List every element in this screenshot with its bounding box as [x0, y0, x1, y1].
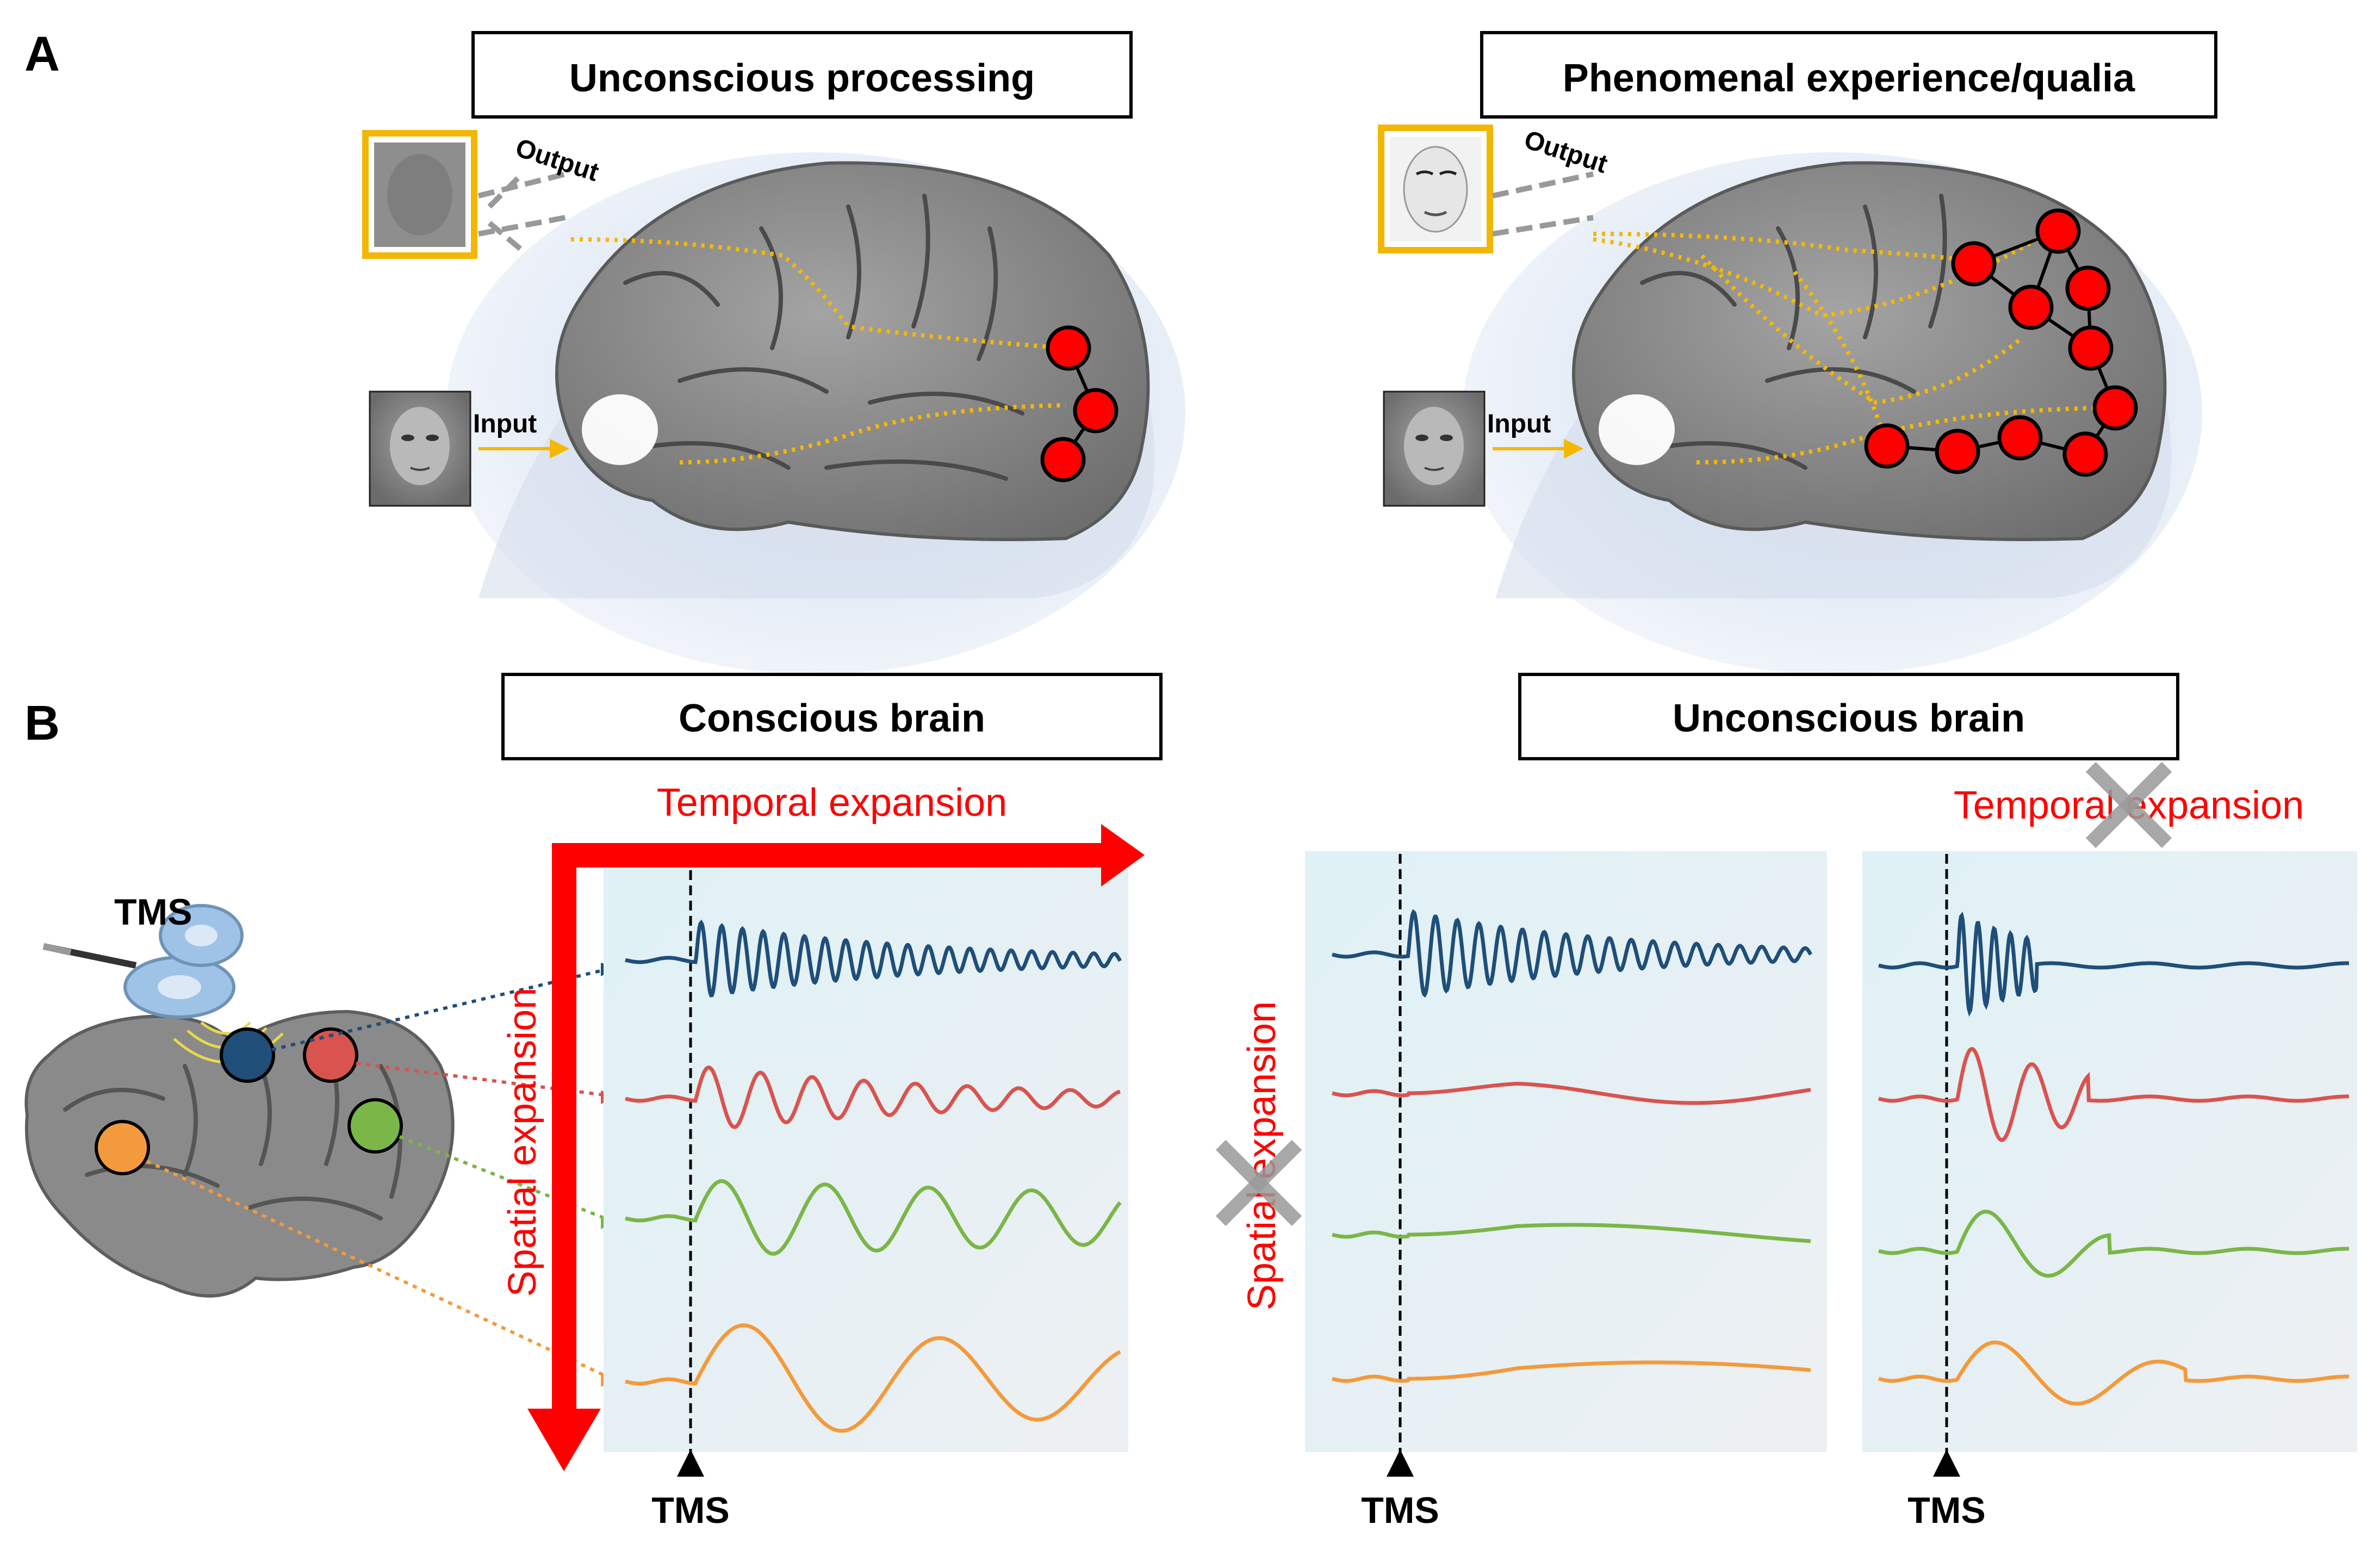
unconscious-title-box: Unconscious brain [1518, 673, 2179, 760]
unconscious2-trace-blue [1878, 912, 2349, 1017]
unconscious2-trace-orange [1878, 1340, 2349, 1406]
left-node-1 [1046, 325, 1091, 371]
right-input-label: Input [1487, 410, 1551, 438]
left-output-label: Output [512, 133, 602, 187]
unconscious1-trace-green [1332, 1223, 1811, 1243]
left-input-label: Input [473, 410, 537, 438]
left-node-3 [1040, 437, 1086, 482]
small-brain-icon [24, 1009, 455, 1298]
right-output-arrow: Output [1492, 125, 1611, 237]
conscious-title-box: Conscious brain [501, 673, 1163, 760]
right-output-label: Output [1521, 125, 1611, 179]
conscious-trace-red [625, 1065, 1121, 1129]
right-node-1 [1951, 241, 1997, 287]
right-node-5 [2068, 325, 2114, 371]
conscious-trace-blue [625, 919, 1122, 997]
unconscious-title: Unconscious brain [1673, 697, 2025, 740]
tms-brain-illustration: TMS [24, 891, 617, 1387]
panel-letter-b: B [24, 696, 60, 751]
right-node-4 [2008, 284, 2054, 330]
right-node-10 [1864, 423, 1910, 469]
spatial-cross-icon [1215, 1139, 1302, 1226]
unconscious1-trace-red [1332, 1082, 1811, 1105]
left-title: Unconscious processing [569, 57, 1035, 100]
node-blue [220, 1027, 275, 1083]
left-input-arrow: Input [473, 410, 570, 458]
tms-label: TMS [114, 891, 192, 933]
conscious-title: Conscious brain [679, 697, 985, 740]
unconscious1-trace-blue [1332, 909, 1813, 998]
left-input-face [369, 391, 471, 507]
spatial-label: Spatial expansion [501, 988, 544, 1297]
unconscious2-tms-axis-label: TMS [1907, 1490, 1986, 1531]
unconscious2-trace-green [1878, 1210, 2349, 1278]
unconscious1-tms-axis-label: TMS [1361, 1490, 1439, 1531]
right-node-7 [2062, 431, 2108, 477]
right-node-9 [1935, 429, 1980, 474]
conscious-trace-green [625, 1179, 1122, 1256]
expansion-arrows [527, 824, 1145, 1471]
right-title: Phenomenal experience/qualia [1563, 57, 2135, 100]
node-orange [95, 1120, 150, 1175]
left-head-illustration [446, 152, 1185, 674]
right-head-illustration [1463, 152, 2202, 674]
right-title-box: Phenomenal experience/qualia [1480, 31, 2217, 119]
unconscious1-trace-orange [1332, 1360, 1811, 1383]
right-input-arrow: Input [1487, 410, 1584, 458]
conscious-tms-marker [677, 1449, 704, 1477]
tms-coil-icon [42, 904, 284, 1063]
conscious-tms-axis-label: TMS [651, 1490, 730, 1531]
conscious-trace-orange [625, 1323, 1121, 1433]
unconscious2-trace-red [1878, 1047, 2349, 1142]
unconscious2-tms-marker [1933, 1449, 1960, 1477]
right-node-6 [2092, 385, 2138, 431]
unconscious-plot1-bg [1305, 851, 1827, 1452]
left-title-box: Unconscious processing [471, 31, 1133, 119]
panel-letter-a: A [24, 27, 60, 82]
temporal-label: Temporal expansion [657, 781, 1007, 825]
node-green [347, 1098, 403, 1154]
temporal-cross-icon [2085, 761, 2172, 848]
left-output-face [362, 130, 477, 259]
right-input-face [1383, 391, 1486, 507]
right-node-8 [1997, 415, 2043, 461]
right-node-3 [2065, 265, 2111, 311]
node-red [303, 1027, 358, 1083]
right-output-face [1378, 125, 1493, 253]
unconscious-plot2-bg [1862, 851, 2357, 1452]
face-icon [390, 407, 450, 485]
unconscious1-tms-marker [1387, 1449, 1414, 1477]
right-node-2 [2035, 208, 2081, 254]
left-node-2 [1073, 388, 1118, 433]
